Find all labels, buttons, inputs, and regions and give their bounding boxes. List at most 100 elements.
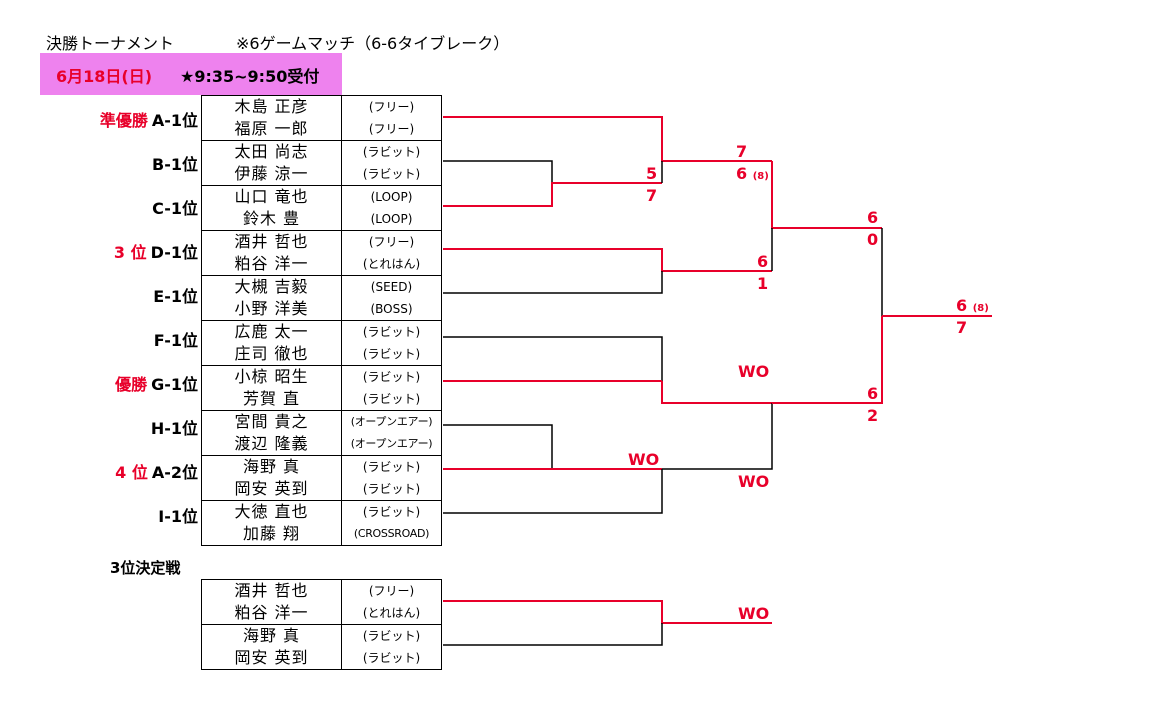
seed-label: B-1位 — [60, 151, 198, 175]
pair-clubs: (LOOP)(LOOP) — [341, 185, 442, 231]
club-1: (ラビット) — [362, 629, 421, 643]
player-2: 岡安 英到 — [234, 479, 309, 498]
final-place: 準優勝 — [99, 111, 148, 130]
pair-names: 山口 竜也鈴木 豊 — [201, 185, 342, 231]
pair-names: 海野 真岡安 英到 — [201, 455, 342, 501]
player-2: 岡安 英到 — [234, 648, 309, 667]
score-a2-wo: WO — [738, 472, 770, 491]
score-hi-wo: WO — [628, 450, 660, 469]
pair-names: 酒井 哲也粕谷 洋一 — [201, 579, 342, 625]
score-fg-wo: WO — [738, 362, 770, 381]
score-top-final-bottom: 0 — [867, 230, 879, 249]
club-2: (ラビット) — [362, 651, 421, 665]
line-e — [443, 271, 663, 294]
pair-names: 太田 尚志伊藤 涼一 — [201, 140, 342, 186]
line-top-sf-win — [771, 161, 882, 229]
pair-clubs: (ラビット) (ラビット) — [341, 140, 442, 186]
pair-clubs: (ラビット) (ラビット) — [341, 455, 442, 501]
line-3rd-win — [443, 600, 772, 624]
pair-clubs: (ラビット)(ラビット) — [341, 365, 442, 411]
seed-label: F-1位 — [60, 327, 198, 351]
line-a2-advance — [662, 403, 773, 470]
player-2: 庄司 徹也 — [234, 344, 309, 363]
club-2: (オープンエアー) — [350, 437, 433, 450]
seed-label: H-1位 — [60, 415, 198, 439]
pair-names: 酒井 哲也粕谷 洋一 — [201, 230, 342, 276]
pair-names: 海野 真岡安 英到 — [201, 624, 342, 670]
player-1: 山口 竜也 — [234, 187, 309, 206]
group-rank: H-1位 — [150, 419, 198, 438]
club-2: (ラビット) — [362, 482, 421, 496]
score-top-final-top: 6 — [867, 208, 879, 227]
group-rank: D-1位 — [150, 243, 198, 262]
date-box: 6月18日(日) ★9:35~9:50受付 — [40, 53, 342, 95]
entry-row: 大徳 直也加藤 翔(ラビット)(CROSSROAD) — [201, 500, 442, 546]
line-a-win — [443, 116, 772, 162]
line-b — [443, 160, 553, 206]
entries-table: 木島 正彦福原 一郎(フリー)(フリー)太田 尚志伊藤 涼一(ラビット)(ラビッ… — [201, 95, 442, 546]
group-rank: F-1位 — [153, 331, 198, 350]
club-2: (CROSSROAD) — [353, 527, 430, 540]
score-bc-bottom: 7 — [646, 186, 658, 205]
group-rank: B-1位 — [152, 155, 198, 174]
player-1: 酒井 哲也 — [234, 232, 309, 251]
club-2: (LOOP) — [370, 212, 413, 226]
player-2: 渡辺 隆義 — [234, 434, 309, 453]
group-rank: G-1位 — [151, 375, 198, 394]
line-3rd-lose — [443, 623, 663, 646]
pair-names: 小椋 昭生芳賀 直 — [201, 365, 342, 411]
group-rank: I-1位 — [158, 507, 198, 526]
pair-names: 木島 正彦福原 一郎 — [201, 95, 342, 141]
line-h — [443, 424, 553, 469]
player-2: 粕谷 洋一 — [234, 254, 309, 273]
player-2: 伊藤 涼一 — [234, 164, 309, 183]
score-bot-final-top: 6 — [867, 384, 879, 403]
pair-names: 広鹿 太一庄司 徹也 — [201, 320, 342, 366]
player-2: 福原 一郎 — [234, 119, 309, 138]
group-rank: C-1位 — [152, 199, 198, 218]
player-1: 小椋 昭生 — [234, 367, 309, 386]
player-1: 酒井 哲也 — [234, 581, 309, 600]
entry-row: 太田 尚志伊藤 涼一 (ラビット) (ラビット) — [201, 140, 442, 186]
club-2: (ラビット) — [362, 167, 421, 181]
player-2: 芳賀 直 — [242, 389, 301, 408]
third-place-table: 酒井 哲也粕谷 洋一(フリー)(とれはん)海野 真岡安 英到(ラビット)(ラビッ… — [201, 579, 442, 670]
club-2: (BOSS) — [370, 302, 413, 316]
pair-clubs: (ラビット)(ラビット) — [341, 320, 442, 366]
score-final-top: 6 (8) — [956, 296, 989, 315]
group-rank: A-1位 — [151, 111, 198, 130]
score-de-bottom: 1 — [757, 274, 769, 293]
player-2: 小野 洋美 — [234, 299, 309, 318]
club-2: (ラビット) — [362, 347, 421, 361]
pair-clubs: (ラビット) (ラビット) — [341, 624, 442, 670]
player-1: 海野 真 — [242, 457, 301, 476]
club-1: (ラビット) — [362, 370, 421, 384]
entry-row: 宮間 貴之渡辺 隆義(オープンエアー)(オープンエアー) — [201, 410, 442, 456]
line-c-win — [443, 182, 662, 207]
player-1: 広鹿 太一 — [234, 322, 309, 341]
club-2: (とれはん) — [362, 257, 421, 271]
entry-row: 広鹿 太一庄司 徹也(ラビット)(ラビット) — [201, 320, 442, 366]
seed-label: C-1位 — [60, 195, 198, 219]
score-third-place: WO — [738, 604, 770, 623]
club-2: (フリー) — [368, 122, 415, 136]
group-rank: A-2位 — [151, 463, 198, 482]
score-sf1-bottom: 6 (8) — [736, 164, 769, 183]
club-1: (フリー) — [368, 584, 415, 598]
event-date: 6月18日(日) — [56, 67, 153, 86]
pair-clubs: (オープンエアー)(オープンエアー) — [341, 410, 442, 456]
club-1: (ラビット) — [362, 460, 421, 474]
score-de-top: 6 — [757, 252, 769, 271]
third-place-title: 3位決定戦 — [110, 559, 181, 577]
tournament-title: 決勝トーナメント — [46, 34, 175, 53]
club-1: (ラビット) — [362, 145, 421, 159]
club-1: (SEED) — [370, 280, 413, 294]
entry-row: 山口 竜也鈴木 豊(LOOP)(LOOP) — [201, 185, 442, 231]
player-2: 加藤 翔 — [242, 524, 301, 543]
club-1: (ラビット) — [362, 505, 421, 519]
club-2: (とれはん) — [362, 606, 421, 620]
final-place: 4 位 — [115, 463, 148, 482]
pair-clubs: (ラビット) (CROSSROAD) — [341, 500, 442, 546]
